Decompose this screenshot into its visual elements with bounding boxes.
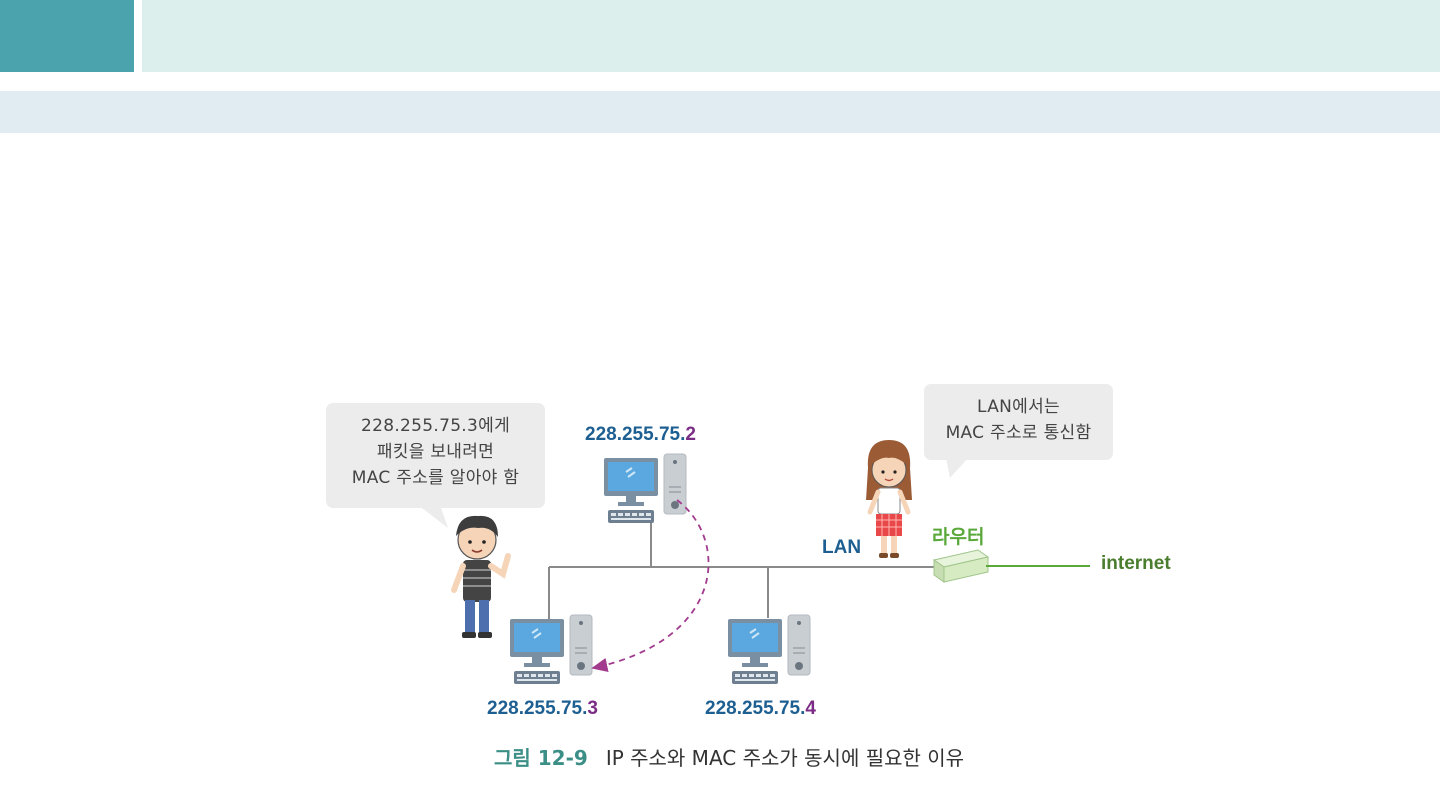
ip-label-left: 228.255.75.3 — [487, 698, 598, 720]
left-bubble-tail — [418, 505, 448, 528]
left-bubble-line-2: 패킷을 보내려면 — [376, 442, 495, 462]
figure-caption-text: IP 주소와 MAC 주소가 동시에 필요한 이유 — [605, 746, 965, 770]
lan-label: LAN — [822, 537, 862, 558]
internet-label: internet — [1101, 553, 1171, 574]
right-bubble-line-2: MAC 주소로 통신함 — [945, 423, 1092, 443]
ip-prefix-top: 228.255.75. — [585, 424, 686, 445]
computer-top-icon — [603, 453, 687, 524]
right-bubble-tail — [946, 458, 968, 478]
ip-label-right: 228.255.75.4 — [705, 698, 816, 720]
ip-last-octet-right: 4 — [805, 698, 816, 719]
router-label: 라우터 — [932, 527, 985, 548]
network-lines — [548, 520, 936, 620]
ip-last-octet-top: 2 — [685, 424, 696, 445]
right-speech-bubble: LAN에서는 MAC 주소로 통신함 — [924, 384, 1113, 460]
left-bubble-line-1: 228.255.75.3에게 — [360, 416, 511, 436]
header-accent-block — [0, 0, 134, 72]
computer-right-icon — [727, 614, 811, 685]
girl-character-icon — [866, 440, 912, 558]
right-bubble-line-1: LAN에서는 — [977, 397, 1060, 417]
figure-caption: 그림 12-9 IP 주소와 MAC 주소가 동시에 필요한 이유 — [494, 742, 964, 771]
ip-label-top: 228.255.75.2 — [585, 424, 696, 446]
ip-prefix-right: 228.255.75. — [705, 698, 806, 719]
ip-last-octet-left: 3 — [587, 698, 598, 719]
subheader-band — [0, 91, 1440, 133]
left-speech-bubble: 228.255.75.3에게 패킷을 보내려면 MAC 주소를 알아야 함 — [326, 403, 545, 508]
router-icon — [932, 549, 990, 583]
ip-prefix-left: 228.255.75. — [487, 698, 588, 719]
dashed-arrow — [591, 499, 710, 673]
header-band — [142, 0, 1440, 72]
left-bubble-line-3: MAC 주소를 알아야 함 — [351, 468, 520, 488]
computer-left-icon — [509, 614, 593, 685]
boy-character-icon — [451, 515, 511, 638]
figure-number: 그림 12-9 — [494, 746, 588, 770]
